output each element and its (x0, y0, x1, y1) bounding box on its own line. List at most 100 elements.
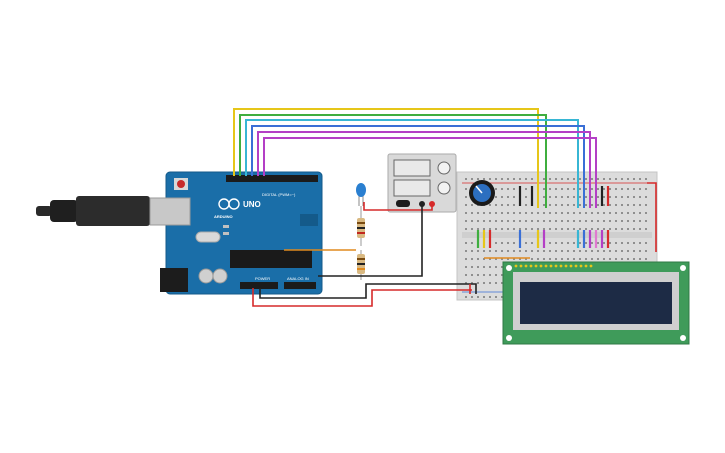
breadboard-hole[interactable] (585, 258, 587, 260)
breadboard-hole[interactable] (567, 242, 569, 244)
breadboard-hole[interactable] (495, 196, 497, 198)
breadboard-hole[interactable] (633, 250, 635, 252)
breadboard-hole[interactable] (525, 258, 527, 260)
breadboard-hole[interactable] (609, 212, 611, 214)
breadboard-hole[interactable] (501, 282, 503, 284)
breadboard-hole[interactable] (597, 178, 599, 180)
breadboard-hole[interactable] (561, 258, 563, 260)
breadboard-hole[interactable] (489, 228, 491, 230)
breadboard-hole[interactable] (537, 250, 539, 252)
breadboard-hole[interactable] (543, 258, 545, 260)
breadboard-hole[interactable] (561, 250, 563, 252)
breadboard-hole[interactable] (543, 178, 545, 180)
wire-black-gnd[interactable] (259, 283, 477, 299)
breadboard-hole[interactable] (531, 220, 533, 222)
breadboard-hole[interactable] (645, 204, 647, 206)
breadboard-hole[interactable] (639, 228, 641, 230)
breadboard-hole[interactable] (477, 228, 479, 230)
lcd-pin[interactable] (514, 264, 518, 268)
breadboard-hole[interactable] (477, 274, 479, 276)
breadboard-hole[interactable] (609, 178, 611, 180)
breadboard-hole[interactable] (561, 212, 563, 214)
breadboard-hole[interactable] (573, 228, 575, 230)
resistor-1[interactable] (357, 206, 365, 246)
breadboard-hole[interactable] (519, 178, 521, 180)
breadboard-hole[interactable] (609, 258, 611, 260)
breadboard-hole[interactable] (591, 250, 593, 252)
breadboard-hole[interactable] (531, 212, 533, 214)
breadboard-hole[interactable] (597, 242, 599, 244)
breadboard-hole[interactable] (531, 258, 533, 260)
breadboard-hole[interactable] (483, 250, 485, 252)
breadboard-hole[interactable] (549, 228, 551, 230)
breadboard-hole[interactable] (507, 204, 509, 206)
breadboard-hole[interactable] (627, 204, 629, 206)
wire-black-supply[interactable] (318, 204, 423, 277)
breadboard-hole[interactable] (567, 178, 569, 180)
breadboard-hole[interactable] (495, 204, 497, 206)
breadboard-hole[interactable] (549, 258, 551, 260)
lcd-pin[interactable] (544, 264, 548, 268)
breadboard-hole[interactable] (507, 178, 509, 180)
breadboard-hole[interactable] (615, 212, 617, 214)
breadboard-hole[interactable] (489, 258, 491, 260)
wire-purple[interactable] (257, 131, 591, 208)
breadboard-hole[interactable] (471, 274, 473, 276)
breadboard-hole[interactable] (543, 188, 545, 190)
breadboard-hole[interactable] (507, 220, 509, 222)
breadboard-hole[interactable] (633, 188, 635, 190)
breadboard-hole[interactable] (489, 282, 491, 284)
breadboard-hole[interactable] (555, 228, 557, 230)
power-supply-icon[interactable] (387, 153, 457, 213)
breadboard-hole[interactable] (609, 220, 611, 222)
breadboard-hole[interactable] (603, 196, 605, 198)
breadboard-hole[interactable] (483, 296, 485, 298)
breadboard-hole[interactable] (483, 266, 485, 268)
breadboard-hole[interactable] (513, 242, 515, 244)
breadboard-hole[interactable] (537, 212, 539, 214)
breadboard-hole[interactable] (573, 242, 575, 244)
breadboard-hole[interactable] (591, 178, 593, 180)
breadboard-hole[interactable] (603, 204, 605, 206)
breadboard-hole[interactable] (621, 212, 623, 214)
breadboard-hole[interactable] (495, 266, 497, 268)
breadboard-hole[interactable] (603, 220, 605, 222)
breadboard-hole[interactable] (639, 212, 641, 214)
breadboard-hole[interactable] (555, 178, 557, 180)
breadboard-hole[interactable] (639, 250, 641, 252)
breadboard-hole[interactable] (501, 196, 503, 198)
breadboard-hole[interactable] (591, 204, 593, 206)
wire-red-led[interactable] (363, 202, 433, 211)
breadboard-hole[interactable] (633, 228, 635, 230)
breadboard-hole[interactable] (507, 250, 509, 252)
breadboard-hole[interactable] (585, 188, 587, 190)
breadboard-hole[interactable] (477, 220, 479, 222)
breadboard-hole[interactable] (585, 250, 587, 252)
breadboard-hole[interactable] (627, 242, 629, 244)
breadboard-hole[interactable] (465, 212, 467, 214)
breadboard-hole[interactable] (465, 220, 467, 222)
breadboard-hole[interactable] (615, 196, 617, 198)
breadboard-hole[interactable] (645, 196, 647, 198)
breadboard-hole[interactable] (597, 204, 599, 206)
breadboard-hole[interactable] (633, 178, 635, 180)
breadboard-hole[interactable] (555, 188, 557, 190)
breadboard-hole[interactable] (633, 196, 635, 198)
lcd-16x2[interactable] (502, 261, 690, 345)
breadboard-hole[interactable] (639, 188, 641, 190)
breadboard-hole[interactable] (465, 196, 467, 198)
breadboard-hole[interactable] (609, 242, 611, 244)
breadboard-hole[interactable] (543, 212, 545, 214)
breadboard-hole[interactable] (627, 178, 629, 180)
breadboard-hole[interactable] (627, 258, 629, 260)
breadboard-hole[interactable] (489, 178, 491, 180)
breadboard-hole[interactable] (519, 228, 521, 230)
breadboard-hole[interactable] (585, 196, 587, 198)
wire-magenta[interactable] (263, 137, 597, 208)
breadboard-hole[interactable] (555, 196, 557, 198)
breadboard-hole[interactable] (507, 258, 509, 260)
breadboard-hole[interactable] (525, 242, 527, 244)
breadboard-hole[interactable] (621, 178, 623, 180)
breadboard-hole[interactable] (633, 258, 635, 260)
lcd-pin[interactable] (534, 264, 538, 268)
